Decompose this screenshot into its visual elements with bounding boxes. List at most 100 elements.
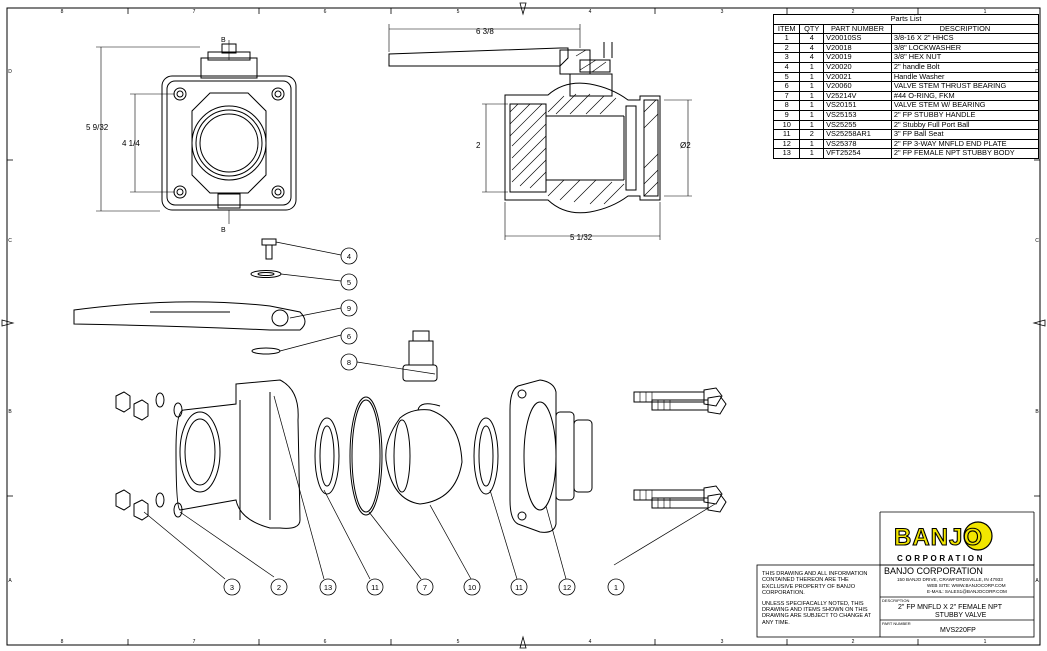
zone-col-label: 6 (324, 639, 327, 645)
zone-col-label: 2 (852, 639, 855, 645)
cell-part-number: V20020 (823, 61, 892, 73)
zone-col-label: 2 (852, 9, 855, 15)
zone-labels: 8 7 6 5 4 3 2 1 8 7 6 5 4 3 2 1 D C B A … (8, 9, 1039, 645)
zone-col-label: 8 (61, 639, 64, 645)
dim-overall-height: 5 9/32 (86, 123, 109, 132)
zone-col-label: 5 (457, 639, 460, 645)
cell-description: 2" FP FEMALE NPT STUBBY BODY (890, 148, 1040, 159)
dim-bolt-height: 4 1/4 (122, 139, 140, 148)
title-block-frame (756, 511, 1035, 638)
description-line1: 2" FP MNFLD X 2" FEMALE NPT (898, 604, 1003, 611)
zone-col-label: 4 (589, 9, 592, 15)
leader-lines (143, 241, 716, 580)
cell-item: 8 (772, 100, 801, 111)
zone-col-label: 7 (193, 9, 196, 15)
balloon-item: 4 (347, 252, 351, 261)
section-view (388, 42, 661, 214)
zone-row-label: A (8, 578, 12, 584)
zone-col-label: 4 (589, 639, 592, 645)
zone-col-label: 8 (61, 9, 64, 15)
part-number-value: MVS220FP (940, 627, 976, 634)
balloon-item: 6 (347, 332, 351, 341)
zone-row-label: D (8, 69, 12, 75)
zone-row-label: B (8, 409, 12, 415)
cell-qty: 1 (799, 61, 825, 73)
fasteners (115, 387, 727, 521)
bolt-threads (639, 392, 671, 508)
balloon-item: 5 (347, 278, 351, 287)
balloon-item: 3 (230, 583, 234, 592)
balloon-item: 10 (468, 583, 476, 592)
dim-port-right: Ø2 (680, 141, 691, 150)
zone-col-label: 7 (193, 639, 196, 645)
frame-border (6, 7, 1041, 646)
cell-qty: 4 (799, 33, 825, 44)
property-note: THIS DRAWING AND ALL INFORMATION CONTAIN… (762, 571, 868, 597)
dim-port-left: 2 (476, 141, 481, 150)
cell-qty: 2 (799, 129, 825, 140)
cell-qty: 1 (799, 109, 825, 121)
balloon-item: 8 (347, 358, 351, 367)
cell-part-number: VS25153 (823, 109, 892, 121)
parts-list-table: Parts List ITEM QTY PART NUMBER DESCRIPT… (772, 14, 1040, 159)
balloon-item: 11 (515, 583, 523, 592)
parts-list-title: Parts List (773, 14, 1039, 25)
section-label: B (221, 227, 226, 234)
cell-qty: 1 (799, 100, 825, 111)
cell-description: 2" handle Bolt (890, 61, 1040, 73)
end-view (161, 40, 297, 224)
company-email: E-MAIL: SALES1@BANJOCORP.COM (927, 589, 1007, 594)
cell-part-number: V20060 (823, 81, 892, 92)
cell-description: VALVE STEM THRUST BEARING (890, 81, 1040, 92)
zone-col-label: 6 (324, 9, 327, 15)
description-label: DESCRIPTION (882, 598, 910, 603)
cell-description: 2" FP STUBBY HANDLE (890, 109, 1040, 121)
cell-item: 13 (772, 148, 801, 159)
cell-description: 3/8-16 X 2" HHCS (890, 33, 1040, 44)
notes-block: THIS DRAWING AND ALL INFORMATION CONTAIN… (762, 571, 878, 630)
cell-item: 11 (772, 129, 801, 140)
logo-circle (963, 521, 993, 551)
exploded-view (73, 238, 593, 533)
change-note: UNLESS SPECIFACALLY NOTED, THIS DRAWING … (762, 600, 871, 626)
balloon-item: 13 (324, 583, 332, 592)
balloon-circles (223, 247, 625, 596)
cell-item: 6 (772, 81, 801, 92)
dim-handle-length: 6 3/8 (476, 27, 494, 36)
zone-col-label: 1 (984, 9, 987, 15)
balloon-item: 2 (277, 583, 281, 592)
section-label: B (221, 37, 226, 44)
end-view-dims (96, 46, 200, 212)
zone-ticks (7, 8, 1040, 645)
description-line2: STUBBY VALVE (935, 612, 987, 619)
part-number-label: PART NUMBER (882, 621, 911, 626)
section-hatching (509, 49, 659, 205)
zone-col-label: 3 (721, 639, 724, 645)
zone-row-label: C (1035, 238, 1039, 244)
company-web: WEB SITE: WWW.BANJOCORP.COM (927, 583, 1006, 588)
cell-qty: 1 (799, 81, 825, 92)
company-address: 150 BANJO DRIVE, CRAWFORDSVILLE, IN 4793… (897, 577, 1003, 582)
cell-item: 1 (772, 33, 801, 44)
cell-item: 9 (772, 109, 801, 121)
cell-part-number: V20010SS (823, 33, 892, 44)
logo-sub: CORPORATION (897, 554, 985, 563)
cell-qty: 1 (799, 148, 825, 159)
cell-description: 3" FP Ball Seat (890, 129, 1040, 140)
cell-part-number: VFT25254 (823, 148, 892, 159)
section-view-dims (388, 24, 692, 240)
zone-row-label: A (1035, 578, 1039, 584)
cell-part-number: VS20151 (823, 100, 892, 111)
balloon-item: 12 (563, 583, 571, 592)
balloon-item: 11 (371, 583, 379, 592)
zone-col-label: 5 (457, 9, 460, 15)
